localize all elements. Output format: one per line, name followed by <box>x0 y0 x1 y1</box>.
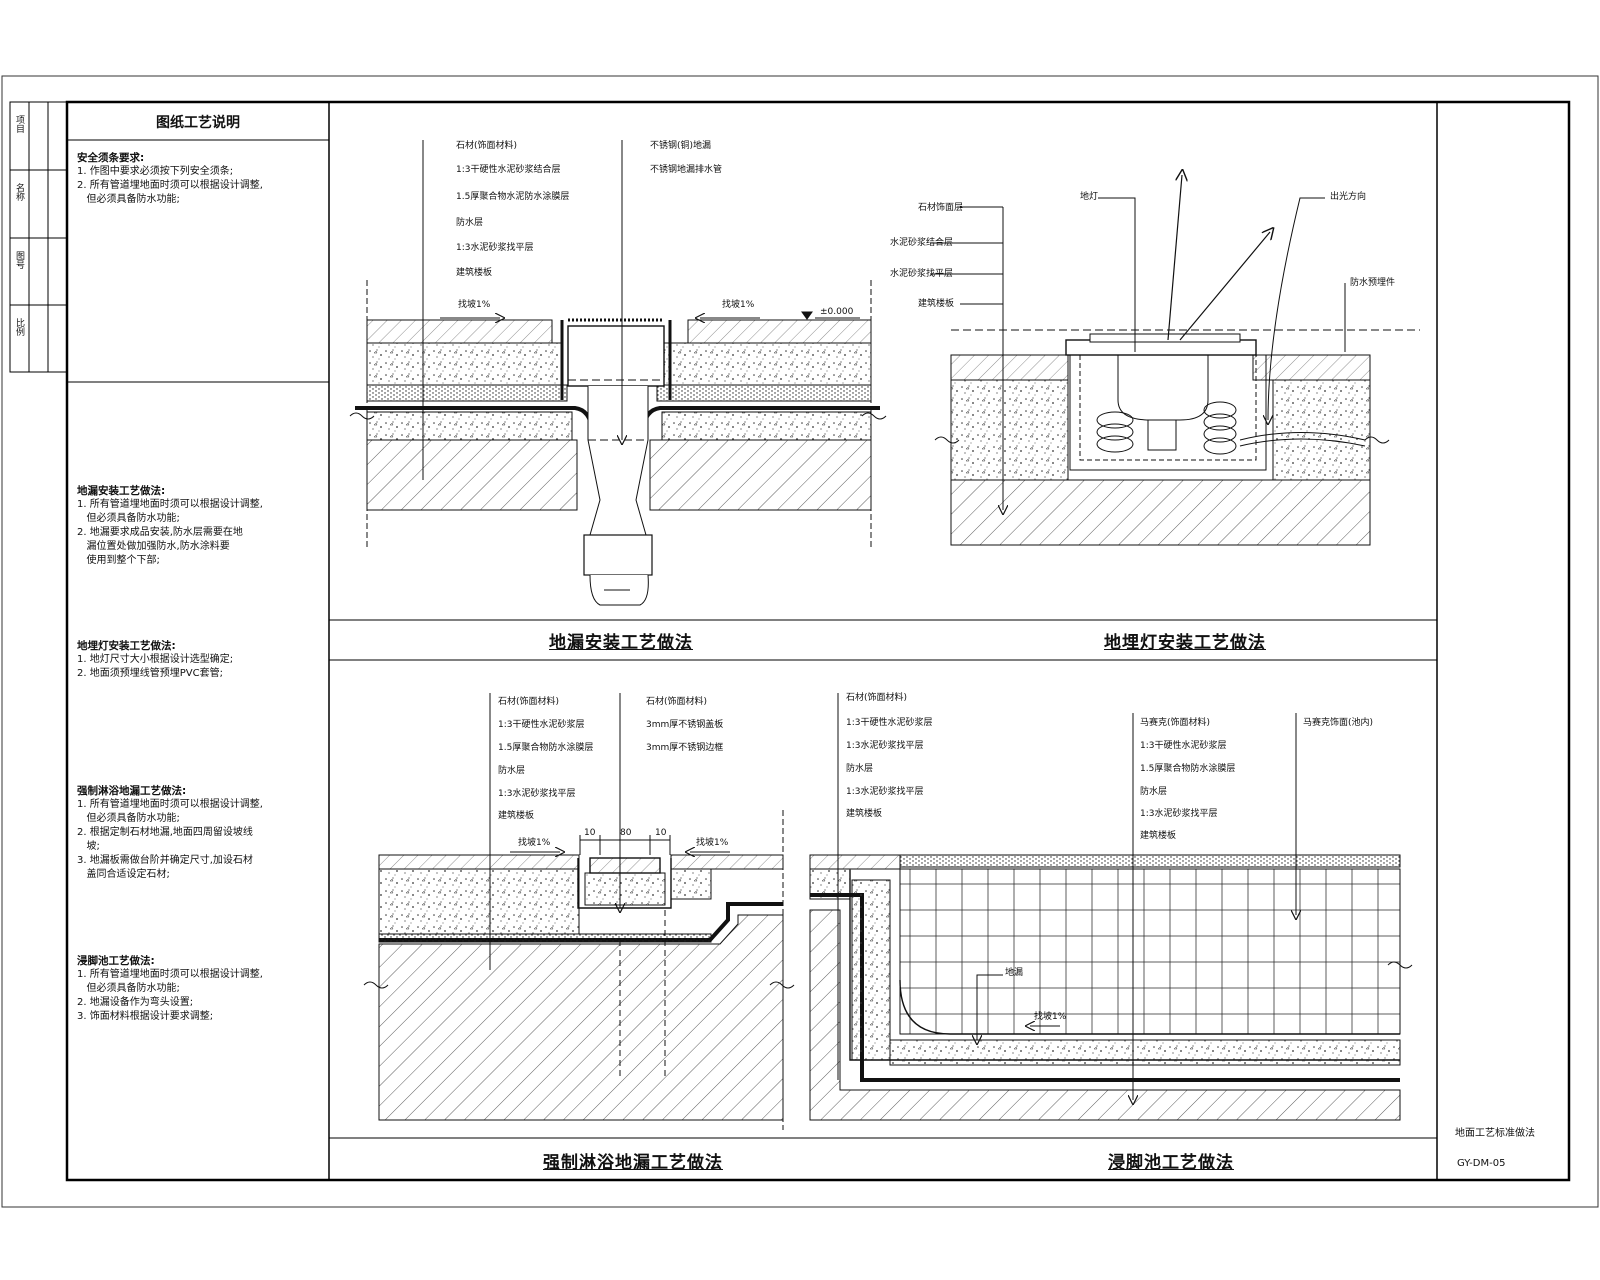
drain-label-right: 不锈钢(铜)地漏 <box>650 141 712 151</box>
notes-heading: 强制淋浴地漏工艺做法: <box>77 785 187 797</box>
light-label-left: 石材饰面层 <box>918 203 964 213</box>
notes-line: 盖同合适设定石材; <box>77 869 170 880</box>
notes-line: 漏位置处做加强防水,防水涂料要 <box>77 541 230 552</box>
notes-line: 坡; <box>77 841 100 852</box>
shower-label-right: 3mm厚不锈钢盖板 <box>646 720 724 730</box>
drain-label-left: 1.5厚聚合物水泥防水涂膜层 <box>456 192 570 202</box>
bath-label-middle: 马赛克(饰面材料) <box>1140 718 1211 728</box>
caption-inground-light: 地埋灯安装工艺做法 <box>1104 633 1266 653</box>
bath-section <box>809 693 1413 1121</box>
shower-label-left: 1:3水泥砂浆找平层 <box>498 789 576 799</box>
notes-line: 1. 所有管道埋地面时须可以根据设计调整, <box>77 499 263 510</box>
shower-slope-left: 找坡1% <box>518 838 551 848</box>
notes-section-drain: 地漏安装工艺做法: 1. 所有管道埋地面时须可以根据设计调整, 但必须具备防水功… <box>77 483 263 568</box>
notes-section-footbath: 浸脚池工艺做法: 1. 所有管道埋地面时须可以根据设计调整, 但必须具备防水功能… <box>77 953 263 1024</box>
drain-label-left: 防水层 <box>456 218 484 228</box>
light-section <box>930 175 1420 546</box>
shower-dim: 10 <box>584 828 596 838</box>
notes-line: 2. 地漏设备作为弯头设置; <box>77 997 194 1008</box>
drain-section <box>349 140 887 606</box>
drain-label-left: 1:3干硬性水泥砂浆结合层 <box>456 165 561 175</box>
notes-line: 但必须具备防水功能; <box>77 813 180 824</box>
shower-dim: 80 <box>620 828 632 838</box>
notes-title: 图纸工艺说明 <box>156 115 240 131</box>
notes-line: 但必须具备防水功能; <box>77 194 180 205</box>
shower-label-right: 石材(饰面材料) <box>646 697 708 707</box>
notes-line: 2. 所有管道埋地面时须可以根据设计调整, <box>77 180 263 191</box>
notes-line: 1. 作图中要求必须按下列安全须条; <box>77 166 234 177</box>
side-label-drawing-no: 图号 <box>14 251 24 269</box>
shower-label-left: 建筑楼板 <box>498 811 535 821</box>
bath-label-left: 建筑楼板 <box>846 809 883 819</box>
notes-line: 使用到整个下部; <box>77 555 160 566</box>
notes-heading: 地埋灯安装工艺做法: <box>77 640 176 652</box>
bath-label-middle: 1.5厚聚合物防水涂膜层 <box>1140 764 1236 774</box>
caption-foot-bath: 浸脚池工艺做法 <box>1108 1153 1234 1173</box>
shower-label-left: 防水层 <box>498 766 526 776</box>
drain-label-left: 石材(饰面材料) <box>456 141 518 151</box>
notes-line: 3. 饰面材料根据设计要求调整; <box>77 1011 214 1022</box>
drain-slope-left: 找坡1% <box>458 300 491 310</box>
light-label-lamp: 地灯 <box>1080 192 1099 202</box>
bath-label-drain: 地漏 <box>1005 968 1024 978</box>
bath-slope: 找坡1% <box>1034 1012 1067 1022</box>
notes-line: 但必须具备防水功能; <box>77 513 180 524</box>
notes-section-shower: 强制淋浴地漏工艺做法: 1. 所有管道埋地面时须可以根据设计调整, 但必须具备防… <box>77 783 263 882</box>
notes-line: 1. 地灯尺寸大小根据设计选型确定; <box>77 654 234 665</box>
drawing-name: 地面工艺标准做法 <box>1455 1128 1535 1139</box>
notes-heading: 浸脚池工艺做法: <box>77 955 155 967</box>
notes-line: 1. 所有管道埋地面时须可以根据设计调整, <box>77 799 263 810</box>
notes-line: 2. 地漏要求成品安装,防水层需要在地 <box>77 527 243 538</box>
notes-heading: 地漏安装工艺做法: <box>77 485 166 497</box>
light-label-left: 水泥砂浆结合层 <box>890 238 954 248</box>
bath-label-right: 马赛克饰面(池内) <box>1303 718 1374 728</box>
shower-label-left: 石材(饰面材料) <box>498 697 560 707</box>
bath-label-middle: 1:3水泥砂浆找平层 <box>1140 809 1218 819</box>
bath-label-left: 1:3干硬性水泥砂浆层 <box>846 718 933 728</box>
drain-level-mark: ±0.000 <box>820 307 854 317</box>
side-label-name: 名称 <box>14 183 24 201</box>
shower-section <box>363 693 795 1130</box>
drawing-number: GY-DM-05 <box>1457 1158 1506 1169</box>
notes-line: 3. 地漏板需做台阶并确定尺寸,加设石材 <box>77 855 253 866</box>
drain-label-left: 建筑楼板 <box>456 268 493 278</box>
notes-line: 2. 地面须预埋线管预埋PVC套管; <box>77 668 223 679</box>
bath-label-left: 1:3水泥砂浆找平层 <box>846 741 924 751</box>
notes-section-light: 地埋灯安装工艺做法: 1. 地灯尺寸大小根据设计选型确定; 2. 地面须预埋线管… <box>77 638 233 681</box>
bath-label-left: 防水层 <box>846 764 874 774</box>
drain-label-right: 不锈钢地漏排水管 <box>650 165 723 175</box>
shower-label-left: 1:3干硬性水泥砂浆层 <box>498 720 585 730</box>
notes-section-safety: 安全须条要求: 1. 作图中要求必须按下列安全须条; 2. 所有管道埋地面时须可… <box>77 150 263 207</box>
bath-label-middle: 建筑楼板 <box>1140 831 1177 841</box>
drain-slope-right: 找坡1% <box>722 300 755 310</box>
notes-line: 但必须具备防水功能; <box>77 983 180 994</box>
light-label-beam: 出光方向 <box>1330 192 1367 202</box>
bath-label-middle: 防水层 <box>1140 787 1168 797</box>
notes-line: 2. 根据定制石材地漏,地面四周留设坡线 <box>77 827 253 838</box>
bath-label-left: 石材(饰面材料) <box>846 693 908 703</box>
shower-dim: 10 <box>655 828 667 838</box>
light-label-left: 建筑楼板 <box>918 299 955 309</box>
shower-label-right: 3mm厚不锈钢边框 <box>646 743 724 753</box>
bath-label-middle: 1:3干硬性水泥砂浆层 <box>1140 741 1227 751</box>
shower-label-left: 1.5厚聚合物防水涂膜层 <box>498 743 594 753</box>
caption-shower-drain: 强制淋浴地漏工艺做法 <box>543 1153 723 1173</box>
side-label-project: 项目 <box>14 115 24 133</box>
light-label-right: 防水预埋件 <box>1350 278 1396 288</box>
notes-heading: 安全须条要求: <box>77 152 145 164</box>
shower-slope-right: 找坡1% <box>696 838 729 848</box>
bath-label-left: 1:3水泥砂浆找平层 <box>846 787 924 797</box>
side-label-scale: 比例 <box>14 318 24 336</box>
drain-label-left: 1:3水泥砂浆找平层 <box>456 243 534 253</box>
notes-line: 1. 所有管道埋地面时须可以根据设计调整, <box>77 969 263 980</box>
caption-drain: 地漏安装工艺做法 <box>549 633 693 653</box>
light-label-left: 水泥砂浆找平层 <box>890 269 954 279</box>
